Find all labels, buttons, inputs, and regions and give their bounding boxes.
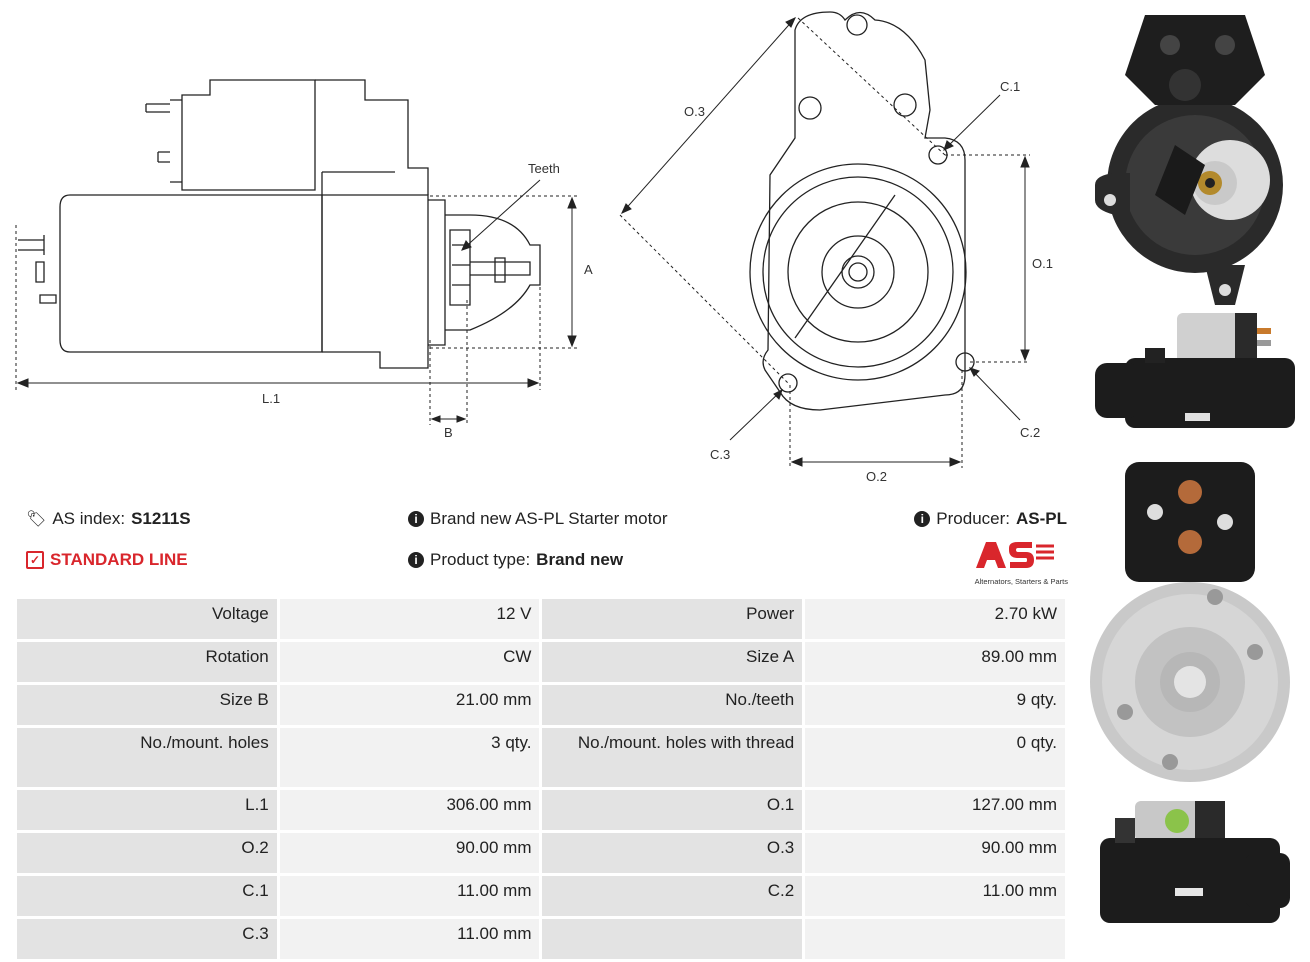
check-square-icon: ✓ (26, 551, 44, 569)
label-o3: O.3 (684, 104, 705, 119)
label-a: A (584, 262, 593, 277)
specifications-table: Voltage 12 V Power 2.70 kW Rotation CW S… (14, 596, 1068, 962)
producer: i Producer: AS-PL (914, 509, 1067, 529)
label-teeth: Teeth (528, 161, 560, 176)
product-photo-side-1 (1095, 313, 1295, 428)
front-view-drawing: O.3 C.1 O.1 C.2 C.3 O.2 (619, 11, 1053, 484)
product-description: i Brand new AS-PL Starter motor (408, 509, 667, 529)
producer-label: Producer: (936, 509, 1010, 528)
standard-line-badge: ✓ STANDARD LINE (26, 550, 188, 570)
as-index-label: AS index: (52, 509, 126, 528)
table-row: Rotation CW Size A 89.00 mm (17, 642, 1065, 682)
spec-value: 11.00 mm (279, 919, 540, 959)
label-c2: C.2 (1020, 425, 1040, 440)
as-pl-logo-mark (976, 542, 1054, 568)
product-photo-side-2 (1100, 801, 1290, 923)
label-l1: L.1 (262, 391, 280, 406)
product-photo-front (1095, 15, 1283, 305)
producer-logo: Alternators, Starters & Parts (962, 538, 1068, 586)
spec-key: Voltage (17, 599, 277, 639)
spec-value: 306.00 mm (279, 790, 540, 830)
spec-key: Rotation (17, 642, 277, 682)
spec-value: 3 qty. (279, 728, 540, 787)
spec-key: Size A (542, 642, 803, 682)
spec-key: O.3 (542, 833, 803, 873)
spec-value: 90.00 mm (279, 833, 540, 873)
spec-key: Size B (17, 685, 277, 725)
spec-key: O.2 (17, 833, 277, 873)
spec-key: O.1 (542, 790, 803, 830)
spec-key: C.1 (17, 876, 277, 916)
spec-value: 12 V (279, 599, 540, 639)
spec-key: C.3 (17, 919, 277, 959)
spec-value: 11.00 mm (279, 876, 540, 916)
product-type-value: Brand new (536, 550, 624, 569)
spec-key: No./mount. holes (17, 728, 277, 787)
logo-tagline: Alternators, Starters & Parts (974, 577, 1068, 586)
spec-value (805, 919, 1065, 959)
spec-value: 21.00 mm (279, 685, 540, 725)
label-o1: O.1 (1032, 256, 1053, 271)
spec-value: 0 qty. (805, 728, 1065, 787)
spec-value: 2.70 kW (805, 599, 1065, 639)
table-row: No./mount. holes 3 qty. No./mount. holes… (17, 728, 1065, 787)
info-icon: i (914, 511, 931, 527)
label-c1: C.1 (1000, 79, 1020, 94)
side-view-drawing: Teeth A L.1 B (15, 79, 593, 440)
product-type: i Product type: Brand new (408, 550, 623, 570)
spec-key: No./teeth (542, 685, 803, 725)
tags-icon: 🏷 (26, 511, 47, 528)
spec-key: C.2 (542, 876, 803, 916)
product-photo-rear (1090, 462, 1290, 782)
spec-key (542, 919, 803, 959)
as-index-value: S1211S (131, 509, 191, 528)
table-row: C.3 11.00 mm (17, 919, 1065, 959)
table-row: C.1 11.00 mm C.2 11.00 mm (17, 876, 1065, 916)
spec-key: L.1 (17, 790, 277, 830)
as-index: 🏷 AS index: S1211S (26, 509, 191, 529)
info-icon: i (408, 511, 424, 527)
spec-value: 90.00 mm (805, 833, 1065, 873)
label-c3: C.3 (710, 447, 730, 462)
product-type-label: Product type: (430, 550, 531, 569)
table-row: O.2 90.00 mm O.3 90.00 mm (17, 833, 1065, 873)
table-row: Size B 21.00 mm No./teeth 9 qty. (17, 685, 1065, 725)
spec-key: Power (542, 599, 803, 639)
spec-key: No./mount. holes with thread (542, 728, 803, 787)
spec-value: 9 qty. (805, 685, 1065, 725)
table-row: L.1 306.00 mm O.1 127.00 mm (17, 790, 1065, 830)
producer-value: AS-PL (1016, 509, 1067, 528)
spec-value: CW (279, 642, 540, 682)
label-o2: O.2 (866, 469, 887, 484)
info-icon: i (408, 552, 424, 568)
spec-value: 127.00 mm (805, 790, 1065, 830)
spec-value: 89.00 mm (805, 642, 1065, 682)
table-row: Voltage 12 V Power 2.70 kW (17, 599, 1065, 639)
spec-value: 11.00 mm (805, 876, 1065, 916)
description-text: Brand new AS-PL Starter motor (430, 509, 668, 528)
standard-line-label: STANDARD LINE (50, 550, 188, 569)
label-b: B (444, 425, 453, 440)
